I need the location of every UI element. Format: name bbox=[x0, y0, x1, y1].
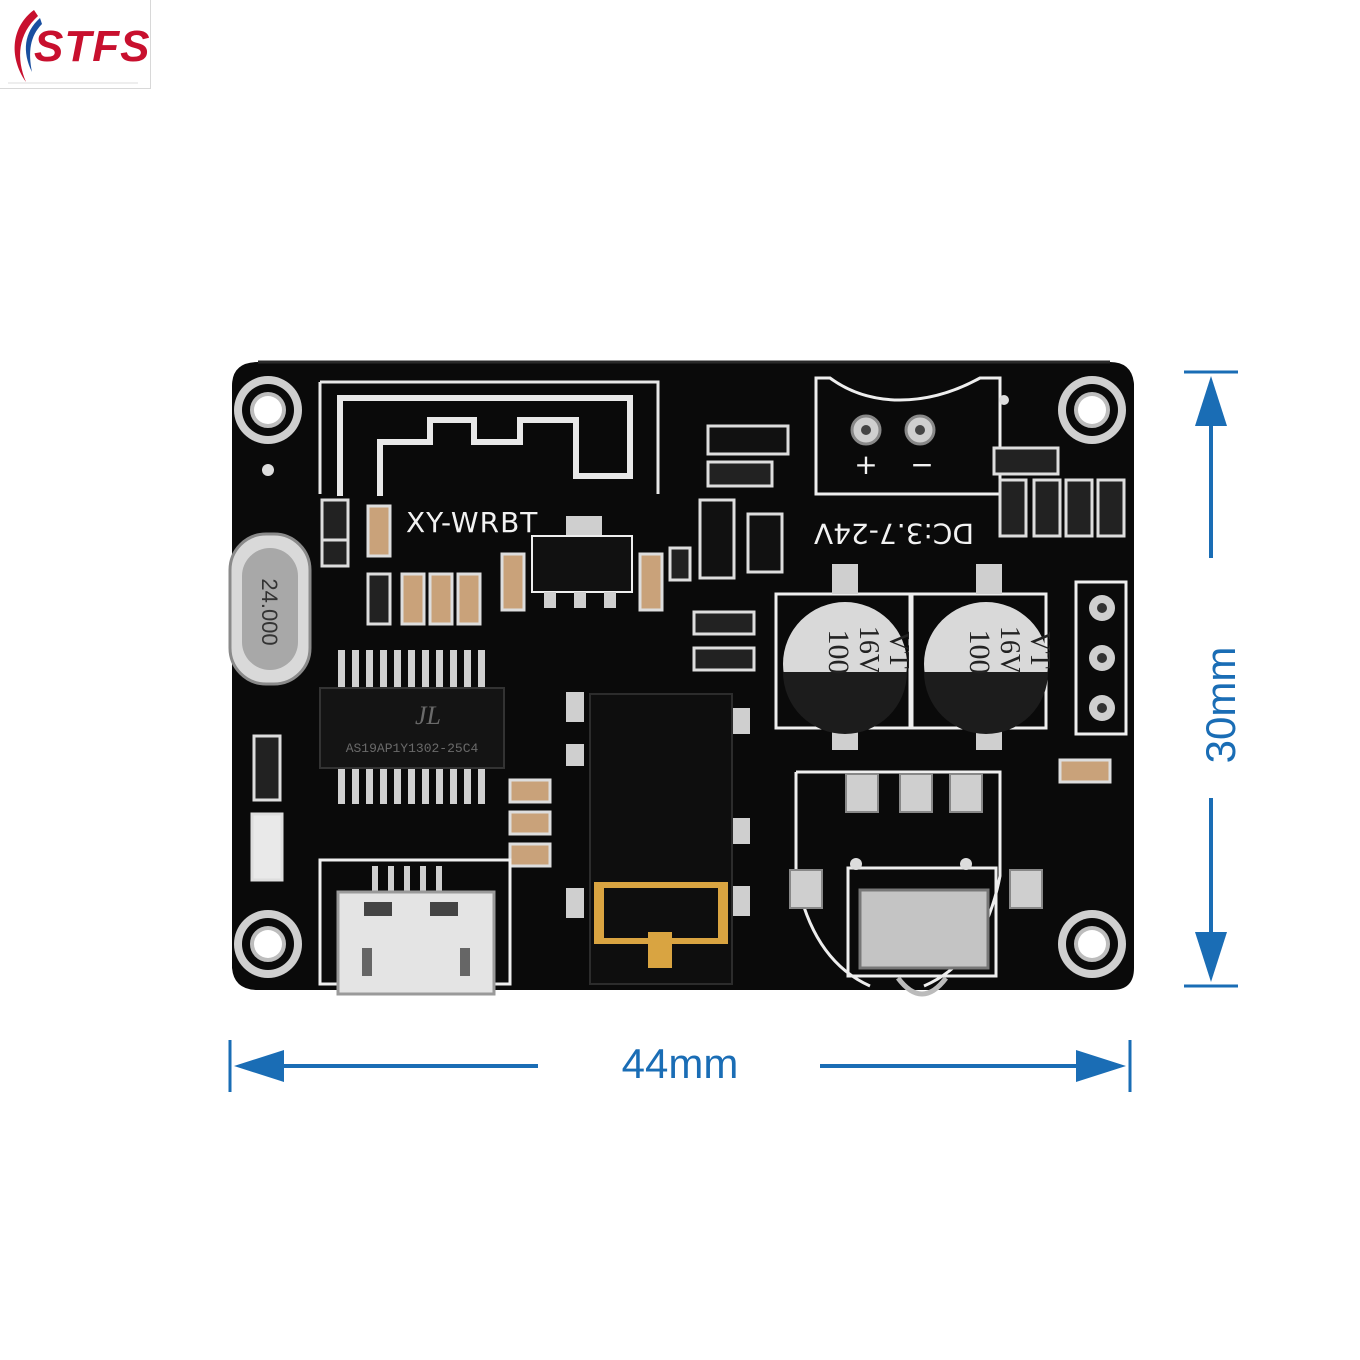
inductor-area bbox=[789, 770, 1043, 997]
height-dimension-label-wrap: 30mm bbox=[1186, 636, 1256, 776]
antenna-trace bbox=[318, 380, 660, 496]
capacitor-left: 100 16V VT bbox=[774, 564, 914, 750]
cap-left-voltage: 16V bbox=[853, 626, 884, 674]
height-dimension-label: 30mm bbox=[1197, 646, 1244, 764]
power-rating-label: DC:3.7-24V bbox=[814, 517, 974, 550]
cap-left-value: 100 bbox=[822, 630, 855, 675]
cap-right-series: VT bbox=[1024, 631, 1055, 668]
mounting-hole-top-left bbox=[234, 376, 302, 444]
height-dimension-arrow bbox=[1184, 370, 1238, 988]
cap-right-voltage: 16V bbox=[994, 626, 1025, 674]
power-plus-label: + bbox=[854, 448, 877, 481]
crystal-oscillator: 24.000 bbox=[228, 532, 312, 686]
capacitor-right: 100 16V VT bbox=[910, 564, 1055, 750]
mounting-hole-bottom-right bbox=[1058, 910, 1126, 978]
crystal-marking: 24.000 bbox=[257, 578, 282, 645]
width-dimension-label: 44mm bbox=[621, 1040, 739, 1087]
audio-jack bbox=[566, 692, 750, 985]
smd-components bbox=[250, 395, 1126, 882]
chip-marking: AS19AP1Y1302-25C4 bbox=[346, 741, 479, 756]
pcb-board bbox=[232, 360, 1134, 990]
mounting-hole-bottom-left bbox=[234, 910, 302, 978]
main-chip: JL AS19AP1Y1302-25C4 bbox=[319, 650, 505, 804]
voltage-regulator bbox=[531, 516, 633, 608]
width-dimension-arrow bbox=[228, 1040, 1132, 1092]
power-connector: + − bbox=[814, 376, 1002, 496]
board-model-label: XY-WRBT bbox=[406, 506, 538, 539]
micro-usb-port bbox=[318, 858, 512, 996]
logo-text: STFS bbox=[34, 22, 151, 71]
mounting-hole-top-right bbox=[1058, 376, 1126, 444]
cap-left-series: VT bbox=[883, 631, 914, 668]
pin-header bbox=[1074, 580, 1128, 736]
cap-right-value: 100 bbox=[963, 630, 996, 675]
power-minus-label: − bbox=[910, 448, 933, 481]
svg-text:JL: JL bbox=[415, 701, 441, 730]
brand-logo: STFS bbox=[0, 0, 151, 89]
logo-swoosh-icon bbox=[14, 10, 42, 82]
logo-divider bbox=[8, 82, 138, 84]
